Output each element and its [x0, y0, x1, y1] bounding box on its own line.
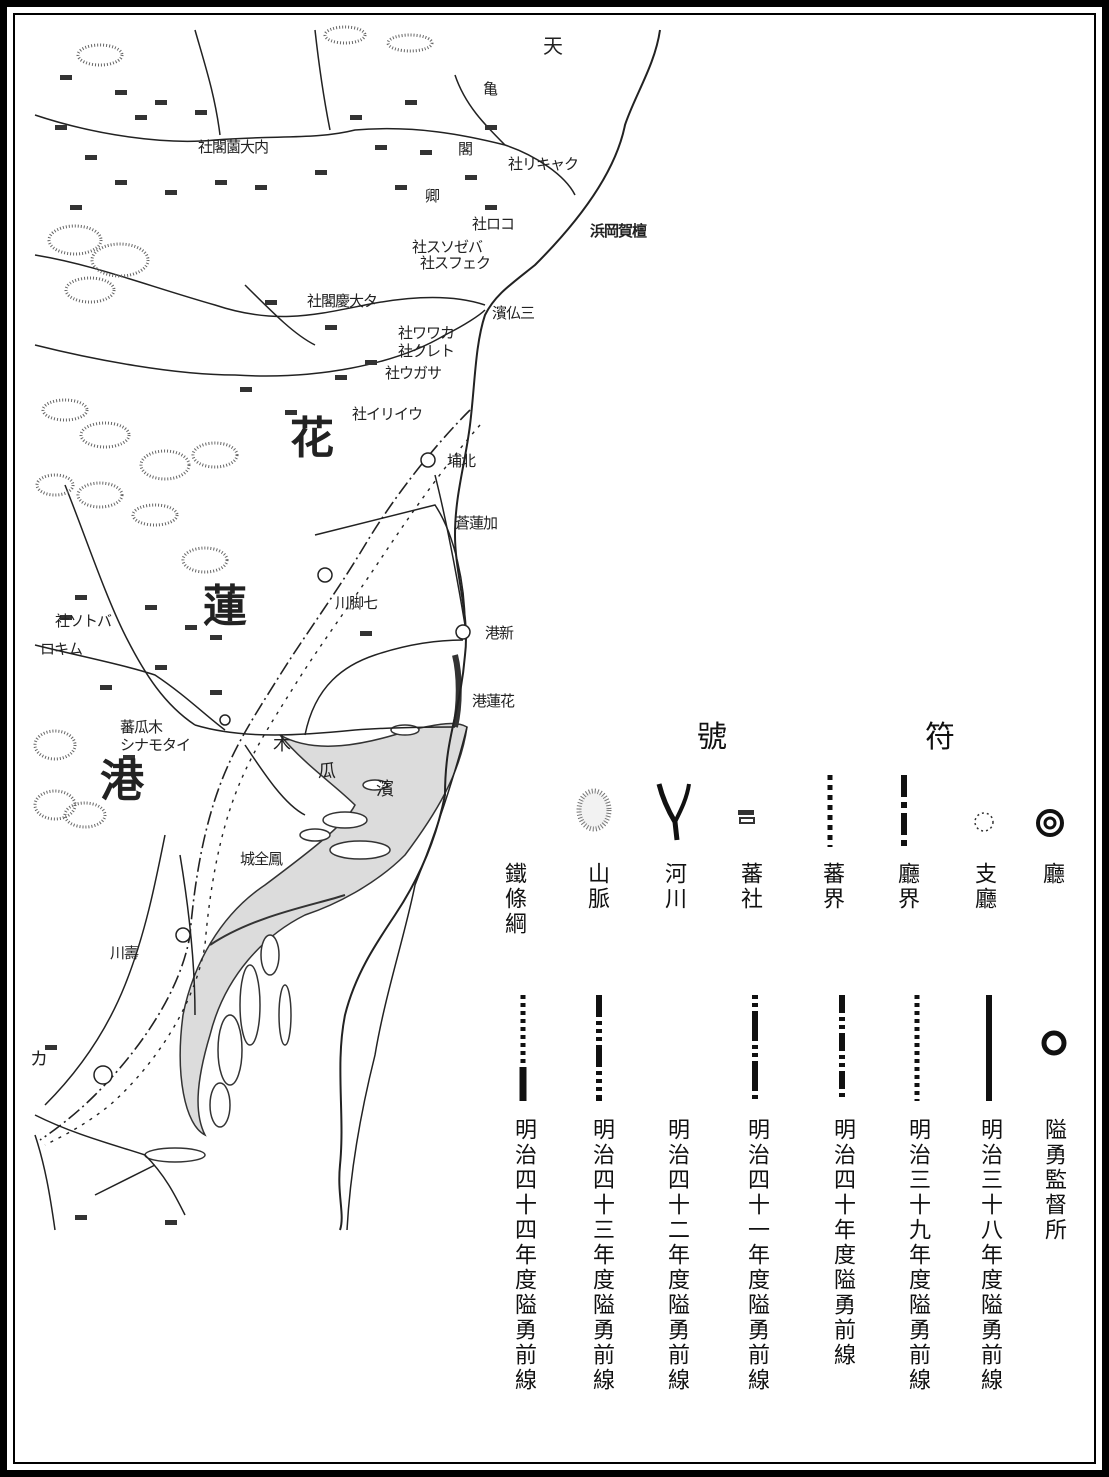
legend-label-railway: 鐵條綱: [501, 862, 526, 937]
river-fork-icon: [656, 783, 691, 841]
legend-label-aboriginal-village: 蕃社: [737, 862, 762, 912]
legend-label-mountain-range: 山脈: [584, 862, 609, 912]
river-delta: [179, 722, 468, 1137]
legend-label-branch-office: 支廳: [971, 862, 996, 912]
legend-label-office: 廳: [1039, 862, 1064, 887]
map-label: 濱仏三: [492, 304, 535, 322]
village-marks: [45, 75, 497, 1225]
dash-dot-line-icon: [901, 775, 907, 847]
map-label: 社イリイウ: [352, 405, 423, 423]
dotted-line-icon: [827, 775, 833, 847]
map-label: 社ワワカ: [398, 324, 455, 342]
village-mark-icon: [738, 810, 755, 824]
map-label: 蕃瓜木: [120, 718, 163, 736]
map-label: 社クレト: [398, 342, 455, 360]
map-label: 川脚七: [335, 594, 378, 612]
coastline-sea-side: [346, 726, 468, 1231]
long-dash-dot-line-icon: [752, 995, 758, 1101]
double-circle-icon: [1036, 809, 1064, 837]
delta-islands: [144, 724, 420, 1163]
region-label-ren: 蓮: [203, 581, 247, 632]
legend-label-line-m44: 明治四十四年度隘勇前線: [511, 1118, 536, 1393]
railway-line: [39, 409, 471, 1141]
mountain-ring-icon: [576, 788, 612, 832]
inner-frame: [13, 13, 1096, 1464]
map-label: 浜岡賀檀: [590, 222, 647, 240]
map-label: 埔北: [447, 452, 476, 470]
river-channel: [209, 894, 346, 946]
river-label: 木: [273, 734, 291, 755]
map-label: カ: [30, 1049, 48, 1070]
river-label: 瓜: [318, 761, 336, 782]
map-label: 天: [543, 34, 563, 58]
map-canvas: [33, 25, 661, 1231]
map-label: 港新: [485, 624, 514, 642]
circle-icon: [1041, 1030, 1067, 1056]
map-label: 亀: [483, 80, 498, 98]
river-label: 濱: [376, 779, 394, 800]
map-label: 社閣慶大タ: [307, 292, 378, 310]
region-label-ka: 花: [290, 413, 334, 464]
coastline: [338, 29, 661, 1231]
boundary-line: [44, 424, 481, 1146]
map-label: 社ロコ: [472, 215, 515, 233]
map-label: シナモタイ: [120, 736, 191, 754]
map-label: 社リキャク: [508, 155, 579, 173]
map-label: 社スソゼバ: [412, 238, 483, 256]
map-label: 社ソトバ: [55, 612, 112, 630]
map-label: 社スフェク: [420, 254, 491, 272]
legend-label-line-m40: 明治四十年度隘勇前線: [830, 1118, 855, 1368]
dots-bar-line-icon: [519, 995, 527, 1101]
dotted-line-icon: [914, 995, 920, 1101]
dash-dots-line-icon: [596, 995, 602, 1101]
legend-label-line-m41: 明治四十一年度隘勇前線: [744, 1118, 769, 1393]
legend-label-line-m39: 明治三十九年度隘勇前線: [905, 1118, 930, 1393]
dash-dot-dot-line-icon: [839, 995, 845, 1101]
legend-label-guard-office: 隘勇監督所: [1041, 1118, 1066, 1243]
legend-title-right: 符: [925, 720, 955, 755]
legend-label-office-boundary: 廳界: [894, 862, 919, 912]
solid-line-icon: [986, 995, 992, 1101]
mountain-marks: [33, 25, 434, 829]
legend-title-left: 號: [697, 720, 727, 755]
legend-label-line-m43: 明治四十三年度隘勇前線: [589, 1118, 614, 1393]
map-label: 社ウガサ: [385, 364, 442, 382]
river-channel: [452, 654, 462, 728]
map-label: 川壽: [110, 944, 139, 962]
region-label-kou: 港: [100, 756, 144, 807]
legend-label-line-m38: 明治三十八年度隘勇前線: [977, 1118, 1002, 1393]
map-label: 蒼蓮加: [455, 514, 498, 532]
map-label: 閣: [458, 140, 473, 158]
map-label: 港蓮花: [472, 692, 515, 710]
stations: [93, 452, 471, 1085]
map-label: ロキム: [40, 640, 83, 658]
map-label: 城全鳳: [240, 850, 283, 868]
dotted-circle-icon: [974, 812, 994, 832]
map-label: 社閣薗大内: [198, 138, 269, 156]
rivers: [34, 29, 576, 1231]
map-label: 卿: [425, 187, 440, 205]
legend-label-aboriginal-boundary: 蕃界: [819, 862, 844, 912]
legend-label-line-m42: 明治四十二年度隘勇前線: [664, 1118, 689, 1393]
legend-label-river: 河川: [661, 862, 686, 912]
